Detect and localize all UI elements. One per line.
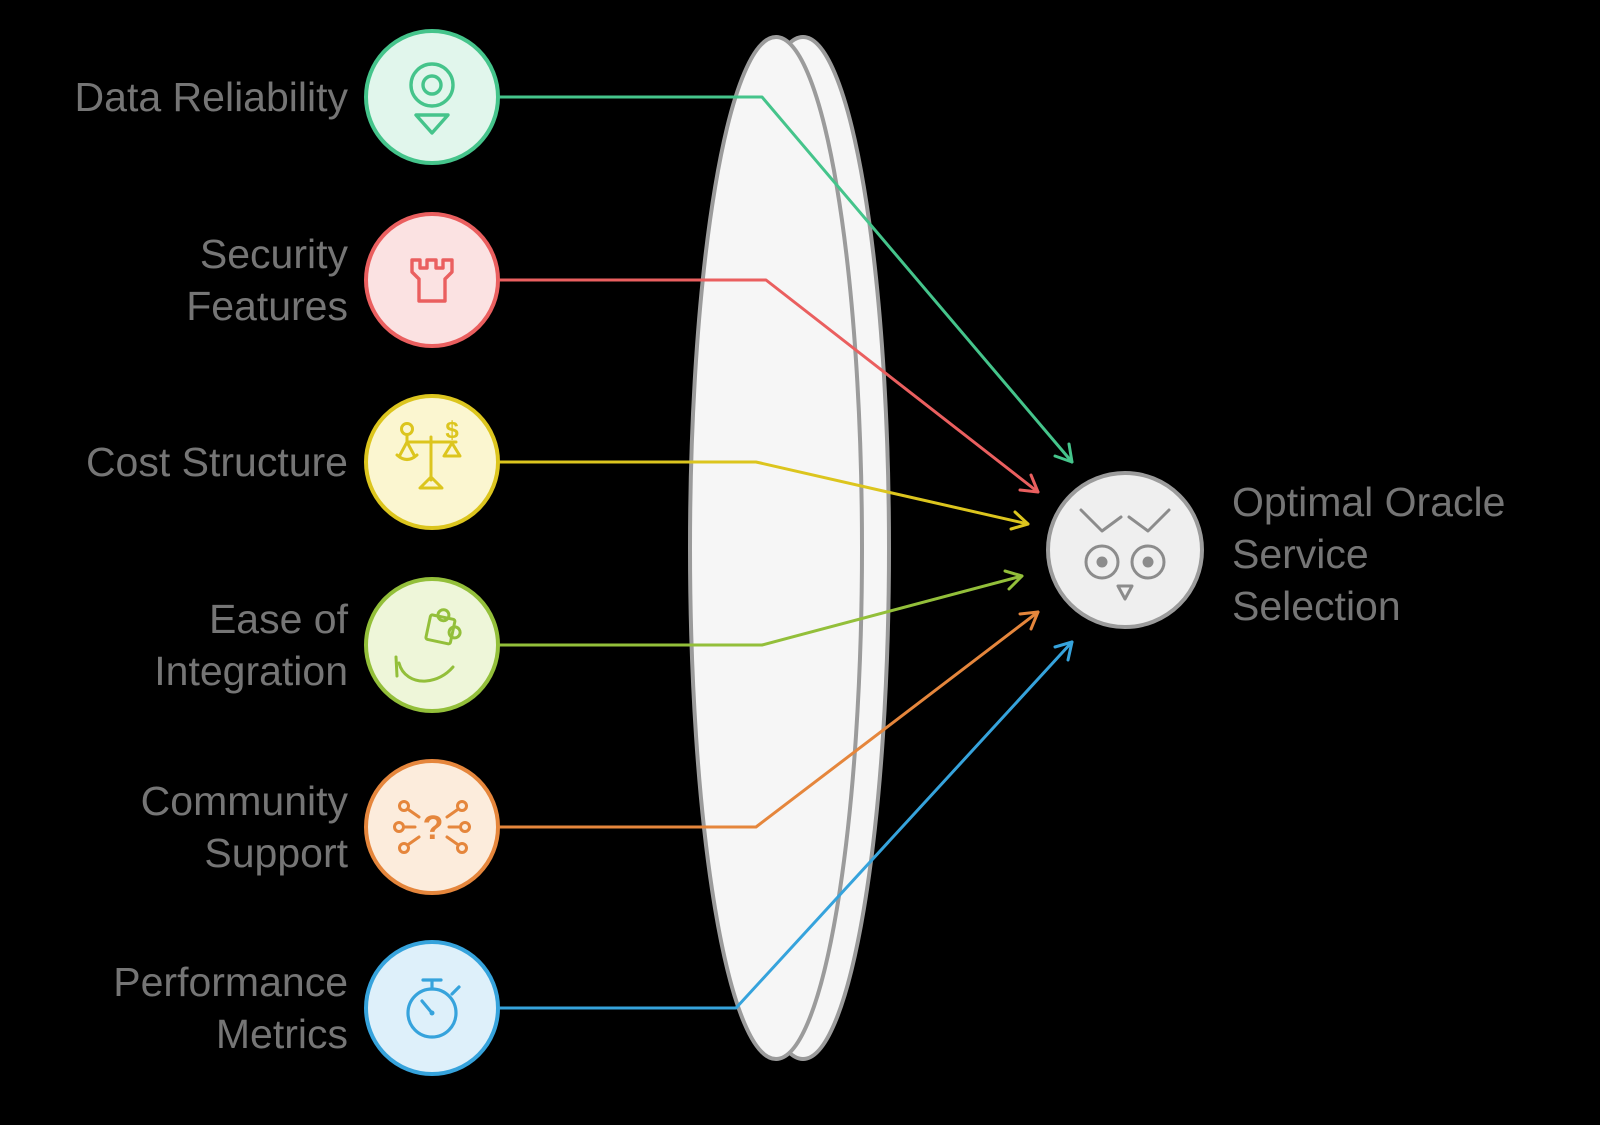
factor-circle-ease-of-integration — [364, 577, 500, 713]
arrowhead-performance-metrics — [1053, 640, 1074, 662]
label-security-features-line1: Security — [200, 231, 349, 277]
connector-data-reliability — [496, 95, 1074, 464]
location-target-icon — [409, 62, 455, 135]
arrowhead-cost-structure — [1009, 510, 1030, 531]
arrowhead-security-features — [1018, 473, 1040, 494]
factor-circle-performance-metrics — [364, 940, 500, 1076]
factor-ease-of-integration — [364, 569, 1024, 713]
label-security-features-line2: Features — [186, 283, 348, 329]
label-cost-structure: Cost Structure — [86, 439, 348, 485]
label-community-support-line1: Community — [141, 778, 349, 824]
owl-icon — [1079, 508, 1171, 601]
castle-tower-icon — [410, 258, 454, 303]
stopwatch-icon — [406, 978, 461, 1039]
outcome-label-line2: Service — [1232, 531, 1369, 577]
factor-performance-metrics — [364, 640, 1074, 1076]
label-ease-of-integration-line2: Integration — [154, 648, 348, 694]
outcome-circle — [1046, 471, 1204, 629]
outcome-label-line3: Selection — [1232, 583, 1401, 629]
label-performance-metrics-line2: Metrics — [216, 1011, 348, 1057]
factor-community-support: ? — [364, 610, 1040, 895]
connector-community-support — [496, 610, 1040, 829]
connector-ease-of-integration — [496, 574, 1024, 647]
arrowhead-ease-of-integration — [1003, 569, 1024, 591]
question-mark: ? — [423, 809, 444, 847]
factor-circle-community-support — [364, 759, 500, 895]
factor-data-reliability — [364, 29, 1074, 464]
connector-security-features — [496, 278, 1040, 494]
label-community-support-line2: Support — [204, 830, 348, 876]
balance-scale-icon: $ — [395, 417, 462, 490]
arrowhead-data-reliability — [1053, 442, 1074, 464]
factor-security-features — [364, 212, 1040, 494]
connector-performance-metrics — [496, 640, 1074, 1010]
label-ease-of-integration-line1: Ease of — [209, 596, 349, 642]
lens-front-face — [688, 35, 864, 1061]
arrowhead-community-support — [1018, 610, 1040, 631]
puzzle-hand-icon — [394, 608, 462, 683]
outcome-label: Optimal Oracle Service Selection — [1232, 479, 1505, 629]
factor-cost-structure: $ — [364, 394, 1030, 531]
factor-labels: Data Reliability Security Features Cost … — [75, 74, 349, 1057]
connector-cost-structure — [496, 460, 1030, 526]
outcome-node — [1046, 471, 1204, 629]
lens — [688, 35, 891, 1061]
network-question-icon: ? — [393, 800, 471, 854]
factor-circle-security-features — [364, 212, 500, 348]
factor-circle-data-reliability — [364, 29, 500, 165]
label-data-reliability: Data Reliability — [75, 74, 349, 120]
outcome-label-line1: Optimal Oracle — [1232, 479, 1505, 525]
dollar-sign: $ — [445, 417, 459, 444]
label-performance-metrics-line1: Performance — [113, 959, 348, 1005]
